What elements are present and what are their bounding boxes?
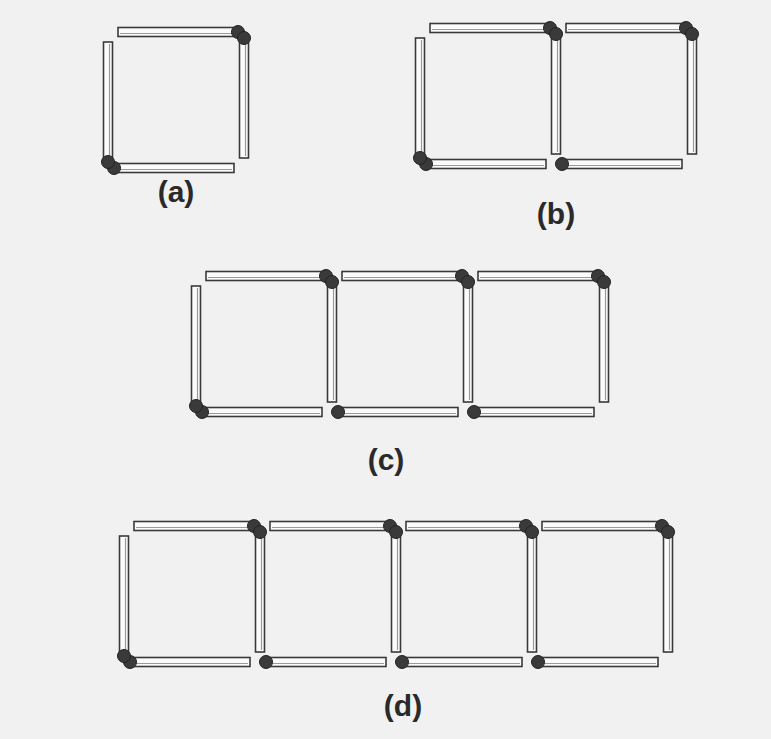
matchstick [600,282,609,402]
figure-label: (b) [537,197,575,231]
matchstick [114,164,234,173]
matchstick [192,286,201,406]
matchstick [104,42,113,162]
matchstick-shade [693,36,694,152]
matchstick-shade [404,663,520,664]
matchstick-shade [272,527,388,528]
match-head [238,32,251,45]
matchstick-shade [204,413,320,414]
match-head [396,656,409,669]
matchstick-shade [333,284,334,400]
matchstick-shade [340,413,456,414]
matchstick-shade [125,538,126,654]
matchstick-shade [428,165,544,166]
matchstick [130,658,250,667]
matchstick [202,408,322,417]
match-head [532,656,545,669]
matchstick-shade [568,29,684,30]
match-head [598,276,611,289]
matchstick-shade [109,44,110,160]
matchstick [464,282,473,402]
match-head [662,526,675,539]
matchstick-shade [564,165,680,166]
matchstick [206,272,326,281]
match-head [468,406,481,419]
matchstick [478,272,598,281]
match-head [526,526,539,539]
matchstick [566,24,686,33]
matchstick [474,408,594,417]
matchstick [406,522,526,531]
square-row [102,26,251,175]
matchstick-shade [605,284,606,400]
matchstick [270,522,390,531]
matchstick [552,34,561,154]
matchstick-shade [421,40,422,156]
matchstick [120,536,129,656]
matchstick [328,282,337,402]
matchstick [664,532,673,652]
matchstick [562,160,682,169]
matchstick [426,160,546,169]
figure-label: (d) [384,689,422,723]
square-row [190,270,611,419]
matchstick-shade [557,36,558,152]
matchstick-shade [197,288,198,404]
matchstick [688,34,697,154]
figure-label: (c) [368,443,405,477]
match-head [550,28,563,41]
matchstick [542,522,662,531]
matchstick-shade [533,534,534,650]
matchstick [134,522,254,531]
match-head [556,158,569,171]
matchstick [240,38,249,158]
match-head [326,276,339,289]
matchstick [528,532,537,652]
match-head [102,156,115,169]
match-head [686,28,699,41]
square-row [118,520,675,669]
matchstick-shade [408,527,524,528]
matchstick-shade [208,277,324,278]
matchstick [402,658,522,667]
match-head [390,526,403,539]
match-head [190,400,203,413]
matchstick-shade [469,284,470,400]
matchstick [416,38,425,158]
matchstick [342,272,462,281]
matchstick [538,658,658,667]
matchstick [392,532,401,652]
match-head [118,650,131,663]
square-row [414,22,699,171]
matchstick-shade [268,663,384,664]
matchstick [430,24,550,33]
match-head [414,152,427,165]
matchstick [256,532,265,652]
matchstick-shade [480,277,596,278]
matchstick-shade [245,40,246,156]
matchstick-shade [261,534,262,650]
matchstick-shade [540,663,656,664]
matchstick-shade [432,29,548,30]
matchstick-shade [476,413,592,414]
matchstick-shade [116,169,232,170]
match-head [260,656,273,669]
matchstick [338,408,458,417]
match-head [332,406,345,419]
matchstick-shade [132,663,248,664]
figure-label: (a) [158,175,195,209]
matchstick-shade [544,527,660,528]
match-head [462,276,475,289]
matchstick-shade [397,534,398,650]
matchstick-shade [669,534,670,650]
matchstick-shade [136,527,252,528]
matchstick [118,28,238,37]
matchstick-shade [120,33,236,34]
matchstick [266,658,386,667]
match-head [254,526,267,539]
matchstick-shade [344,277,460,278]
